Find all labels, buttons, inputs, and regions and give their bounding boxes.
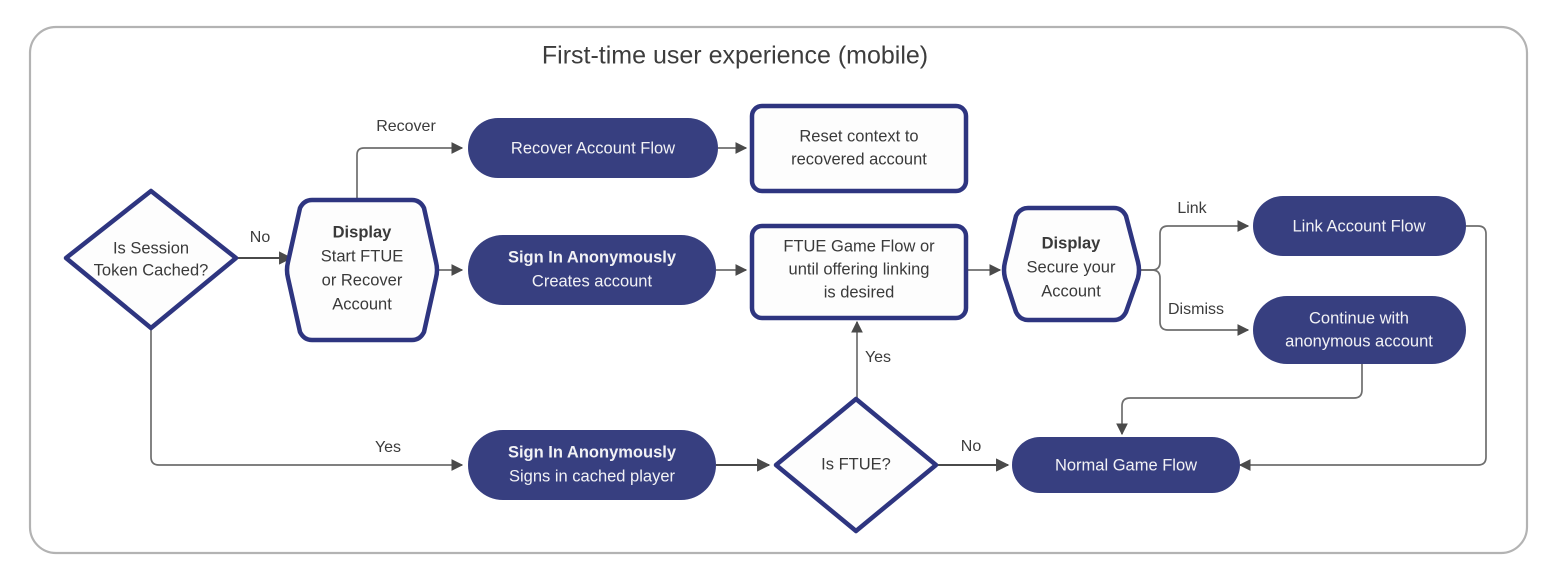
node-label-line-2: until offering linking — [789, 260, 930, 278]
node-label-line-1: FTUE Game Flow or — [783, 237, 935, 255]
edge-dismiss — [1140, 269, 1250, 336]
node-label-line-2: Secure your — [1027, 258, 1116, 276]
node-display-secure-account[interactable]: Display Secure your Account — [1001, 205, 1142, 323]
edge-recover — [356, 142, 464, 198]
pill-shape — [468, 235, 716, 305]
node-label-line-1: Sign In Anonymously — [508, 443, 677, 461]
node-label-line-1: Normal Game Flow — [1055, 456, 1197, 474]
edge-label-yes-ftue: Yes — [865, 349, 891, 366]
node-label-line-2: anonymous account — [1285, 332, 1433, 350]
node-display-start-ftue[interactable]: Display Start FTUE or Recover Account — [284, 197, 440, 343]
node-label-line-2: recovered account — [791, 150, 927, 168]
node-label-line-4: Account — [332, 295, 392, 313]
edge-label-recover: Recover — [376, 118, 436, 135]
edge-link-to-normal — [1238, 225, 1487, 471]
node-ftue-game-flow[interactable]: FTUE Game Flow or until offering linking… — [749, 223, 969, 321]
node-recover-account-flow[interactable]: Recover Account Flow — [468, 118, 718, 178]
node-label-line-1: Continue with — [1309, 309, 1409, 327]
node-label-line-1: Recover Account Flow — [511, 139, 675, 157]
node-label-line-2: Token Cached? — [94, 261, 209, 279]
pill-shape — [1253, 296, 1466, 364]
edge-label-no-ftue: No — [961, 438, 982, 455]
edge-link — [1140, 220, 1250, 271]
node-label-line-1: Link Account Flow — [1293, 217, 1426, 235]
node-is-ftue[interactable]: Is FTUE? — [773, 396, 939, 534]
node-label-line-1: Sign In Anonymously — [508, 248, 677, 266]
node-label-line-3: Account — [1041, 282, 1101, 300]
edge-label-yes-session: Yes — [375, 439, 401, 456]
node-reset-context[interactable]: Reset context to recovered account — [749, 103, 969, 194]
node-label-line-2: Creates account — [532, 272, 653, 290]
node-sign-in-anonymously-creates[interactable]: Sign In Anonymously Creates account — [468, 235, 716, 305]
edge-label-dismiss: Dismiss — [1168, 301, 1224, 318]
edge-continue-to-normal — [1116, 364, 1363, 436]
edge-yes-session — [150, 329, 464, 471]
node-label-line-2: Start FTUE — [321, 247, 404, 265]
node-label-line-3: is desired — [824, 283, 895, 301]
node-label-line-1: Is FTUE? — [821, 455, 891, 473]
rounded-rect-shape — [749, 223, 969, 321]
pill-shape — [1253, 196, 1466, 256]
node-is-session-token-cached[interactable]: Is Session Token Cached? — [63, 188, 239, 331]
edge-label-link: Link — [1177, 200, 1207, 217]
hexagon-shape — [1001, 205, 1142, 323]
hexagon-shape — [284, 197, 440, 343]
node-continue-anonymous[interactable]: Continue with anonymous account — [1253, 296, 1466, 364]
edge-label-no-session: No — [250, 229, 271, 246]
rounded-rect-shape — [749, 103, 969, 194]
node-link-account-flow[interactable]: Link Account Flow — [1253, 196, 1466, 256]
node-label-line-3: or Recover — [322, 271, 403, 289]
diamond-shape — [63, 188, 239, 331]
diagram-title: First-time user experience (mobile) — [542, 42, 928, 70]
node-label-line-1: Display — [1042, 234, 1102, 252]
node-sign-in-anonymously-cached[interactable]: Sign In Anonymously Signs in cached play… — [468, 430, 716, 500]
diamond-shape — [773, 396, 939, 534]
node-label-line-1: Display — [333, 223, 393, 241]
pill-shape — [468, 118, 718, 178]
node-label-line-1: Reset context to — [799, 127, 918, 145]
pill-shape — [468, 430, 716, 500]
diagram-frame — [28, 25, 1529, 555]
node-label-line-2: Signs in cached player — [509, 467, 676, 485]
node-label-line-1: Is Session — [113, 239, 189, 257]
node-normal-game-flow[interactable]: Normal Game Flow — [1012, 437, 1240, 493]
pill-shape — [1012, 437, 1240, 493]
